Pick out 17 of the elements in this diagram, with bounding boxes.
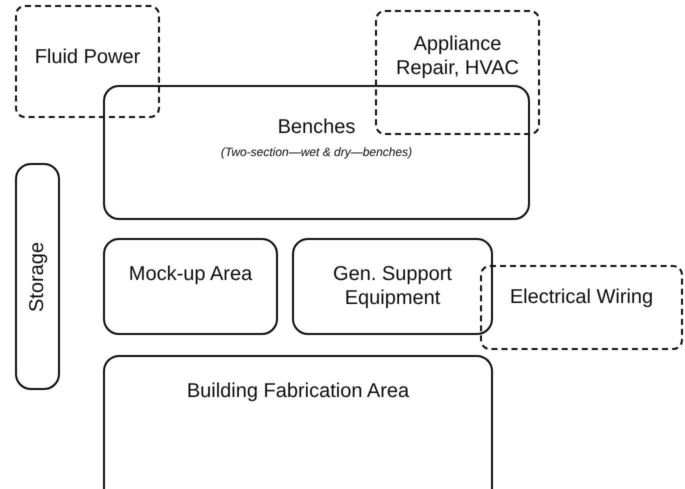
area-label: Building Fabrication Area [186, 379, 410, 403]
area-label: Benches [276, 115, 356, 139]
dashed-area [480, 265, 683, 350]
area-label: Appliance Repair, HVAC [394, 32, 520, 80]
area-box [15, 163, 60, 390]
area-label: Fluid Power [34, 45, 142, 69]
area-box [103, 85, 530, 220]
area-label: Electrical Wiring [508, 285, 654, 309]
area-box [103, 355, 493, 489]
area-label: Storage [26, 241, 50, 312]
area-label: Gen. Support Equipment [332, 262, 453, 310]
area-box [103, 238, 278, 335]
dashed-area [375, 10, 540, 135]
dashed-area [15, 5, 160, 118]
area-box [292, 238, 493, 335]
area-note: (Two-section—wet & dry—benches) [220, 145, 412, 159]
area-label: Mock-up Area [128, 262, 254, 286]
